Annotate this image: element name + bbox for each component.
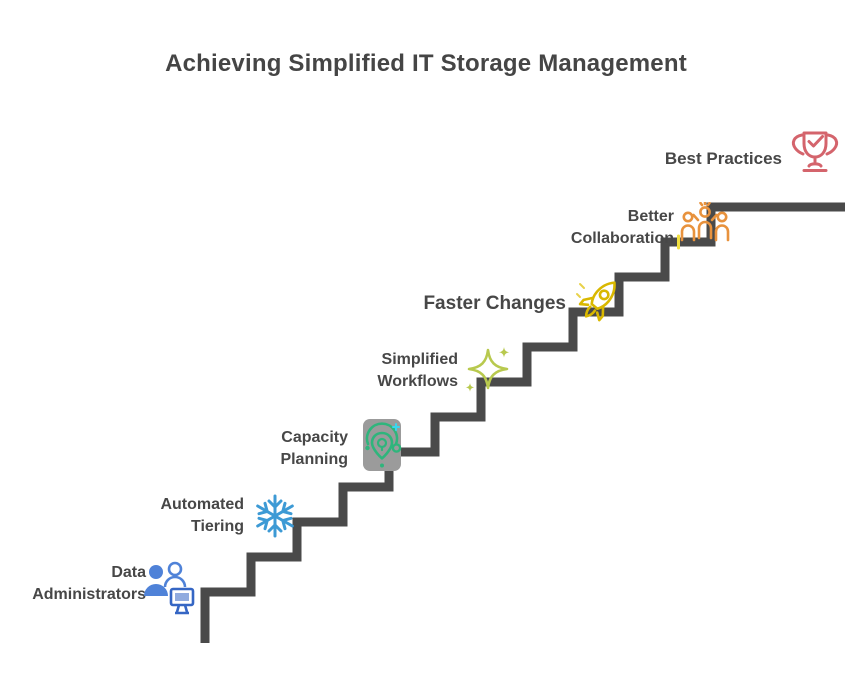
rocket-icon — [572, 274, 626, 328]
step-label-line: Automated — [160, 496, 244, 513]
step-label-changes: Faster Changes — [423, 291, 566, 317]
step-label-line: Simplified — [381, 351, 458, 368]
step-label-line: Faster Changes — [423, 293, 566, 314]
step-label-line: Better — [627, 208, 674, 225]
step-label-line: Collaboration — [570, 230, 674, 248]
step-label-line: Capacity — [281, 429, 348, 446]
snowflake-icon — [251, 492, 299, 540]
step-label-tiering: Automated Tiering — [160, 494, 244, 538]
step-label-line: Workflows — [377, 373, 458, 391]
step-label-line: Administrators — [32, 586, 146, 604]
step-label-best: Best Practices — [665, 147, 782, 170]
step-label-administrators: Data Administrators — [32, 562, 146, 606]
step-label-line: Planning — [280, 451, 348, 469]
trophy-icon — [786, 126, 844, 182]
step-label-line: Best Practices — [664, 149, 782, 168]
step-label-collaboration: Better Collaboration — [571, 206, 674, 250]
team-celebration-icon — [677, 202, 733, 254]
step-label-line: Tiering — [190, 518, 244, 536]
step-label-workflows: Simplified Workflows — [377, 349, 458, 393]
step-label-line: Data — [111, 564, 146, 581]
step-label-capacity: Capacity Planning — [280, 427, 348, 471]
page-title: Achieving Simplified IT Storage Manageme… — [165, 50, 687, 77]
team-computer-icon — [140, 556, 198, 618]
idea-pin-icon — [362, 417, 404, 473]
sparkles-icon — [461, 345, 515, 397]
